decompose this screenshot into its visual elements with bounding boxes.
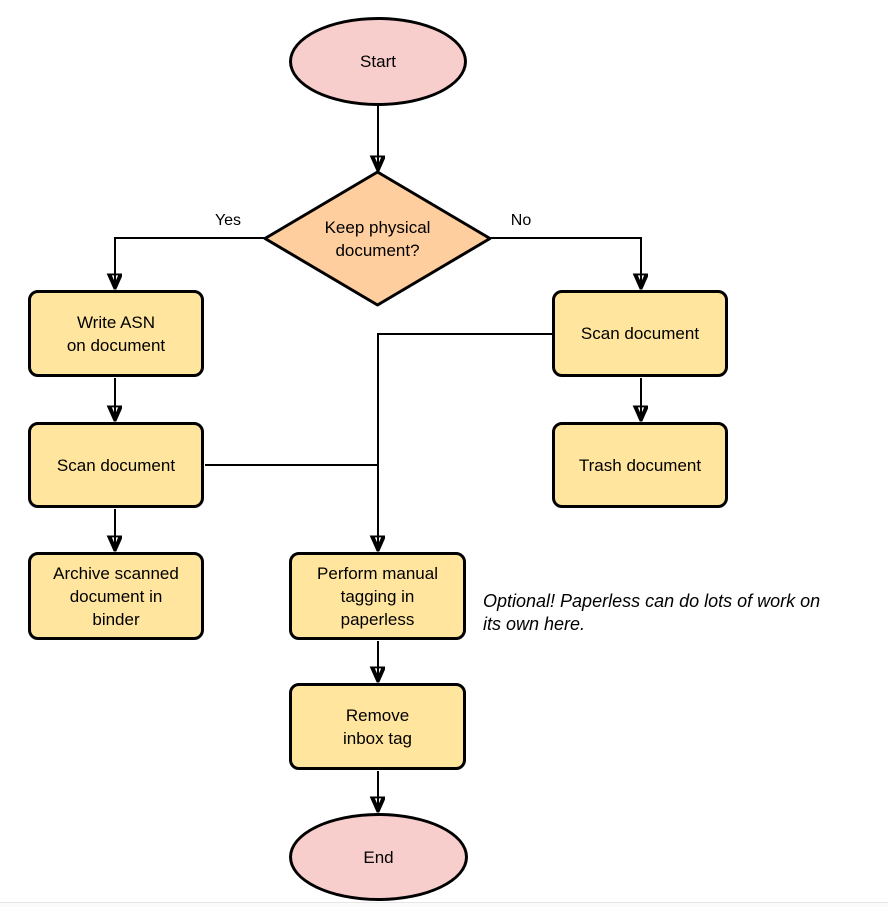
decision-diamond-shape bbox=[263, 170, 492, 307]
node-start-label: Start bbox=[360, 52, 396, 71]
node-remove-inbox: Remove inbox tag bbox=[289, 683, 466, 770]
node-scan-left: Scan document bbox=[28, 422, 204, 508]
edge-label-no: No bbox=[510, 212, 532, 229]
node-archive: Archive scanned document in binder bbox=[28, 552, 204, 640]
edge-scan-right-to-tagging bbox=[378, 333, 552, 549]
edge-label-yes: Yes bbox=[214, 212, 242, 229]
page-bottom-edge bbox=[0, 902, 888, 907]
node-end-label: End bbox=[363, 847, 394, 867]
node-write-asn-label: Write ASN on document bbox=[66, 312, 166, 355]
node-decision: Keep physical document? bbox=[263, 170, 492, 307]
node-trash: Trash document bbox=[552, 422, 728, 508]
node-remove-inbox-label: Remove inbox tag bbox=[343, 705, 412, 748]
node-write-asn: Write ASN on document bbox=[28, 290, 204, 377]
edge-decision-no-to-scan-right bbox=[490, 237, 641, 287]
node-scan-right-label: Scan document bbox=[580, 324, 700, 343]
node-scan-left-label: Scan document bbox=[56, 455, 176, 475]
node-scan-right: Scan document bbox=[552, 290, 728, 377]
node-decision-label: Keep physical document? bbox=[324, 217, 431, 260]
node-start: Start bbox=[289, 17, 467, 106]
node-tagging: Perform manual tagging in paperless bbox=[289, 552, 466, 640]
node-end: End bbox=[289, 813, 468, 901]
node-tagging-label: Perform manual tagging in paperless bbox=[317, 563, 438, 629]
edge-decision-yes-to-write-asn bbox=[115, 237, 265, 287]
annotation-optional-note: Optional! Paperless can do lots of work … bbox=[483, 591, 821, 634]
node-archive-label: Archive scanned document in binder bbox=[53, 563, 179, 629]
node-trash-label: Trash document bbox=[578, 455, 702, 475]
